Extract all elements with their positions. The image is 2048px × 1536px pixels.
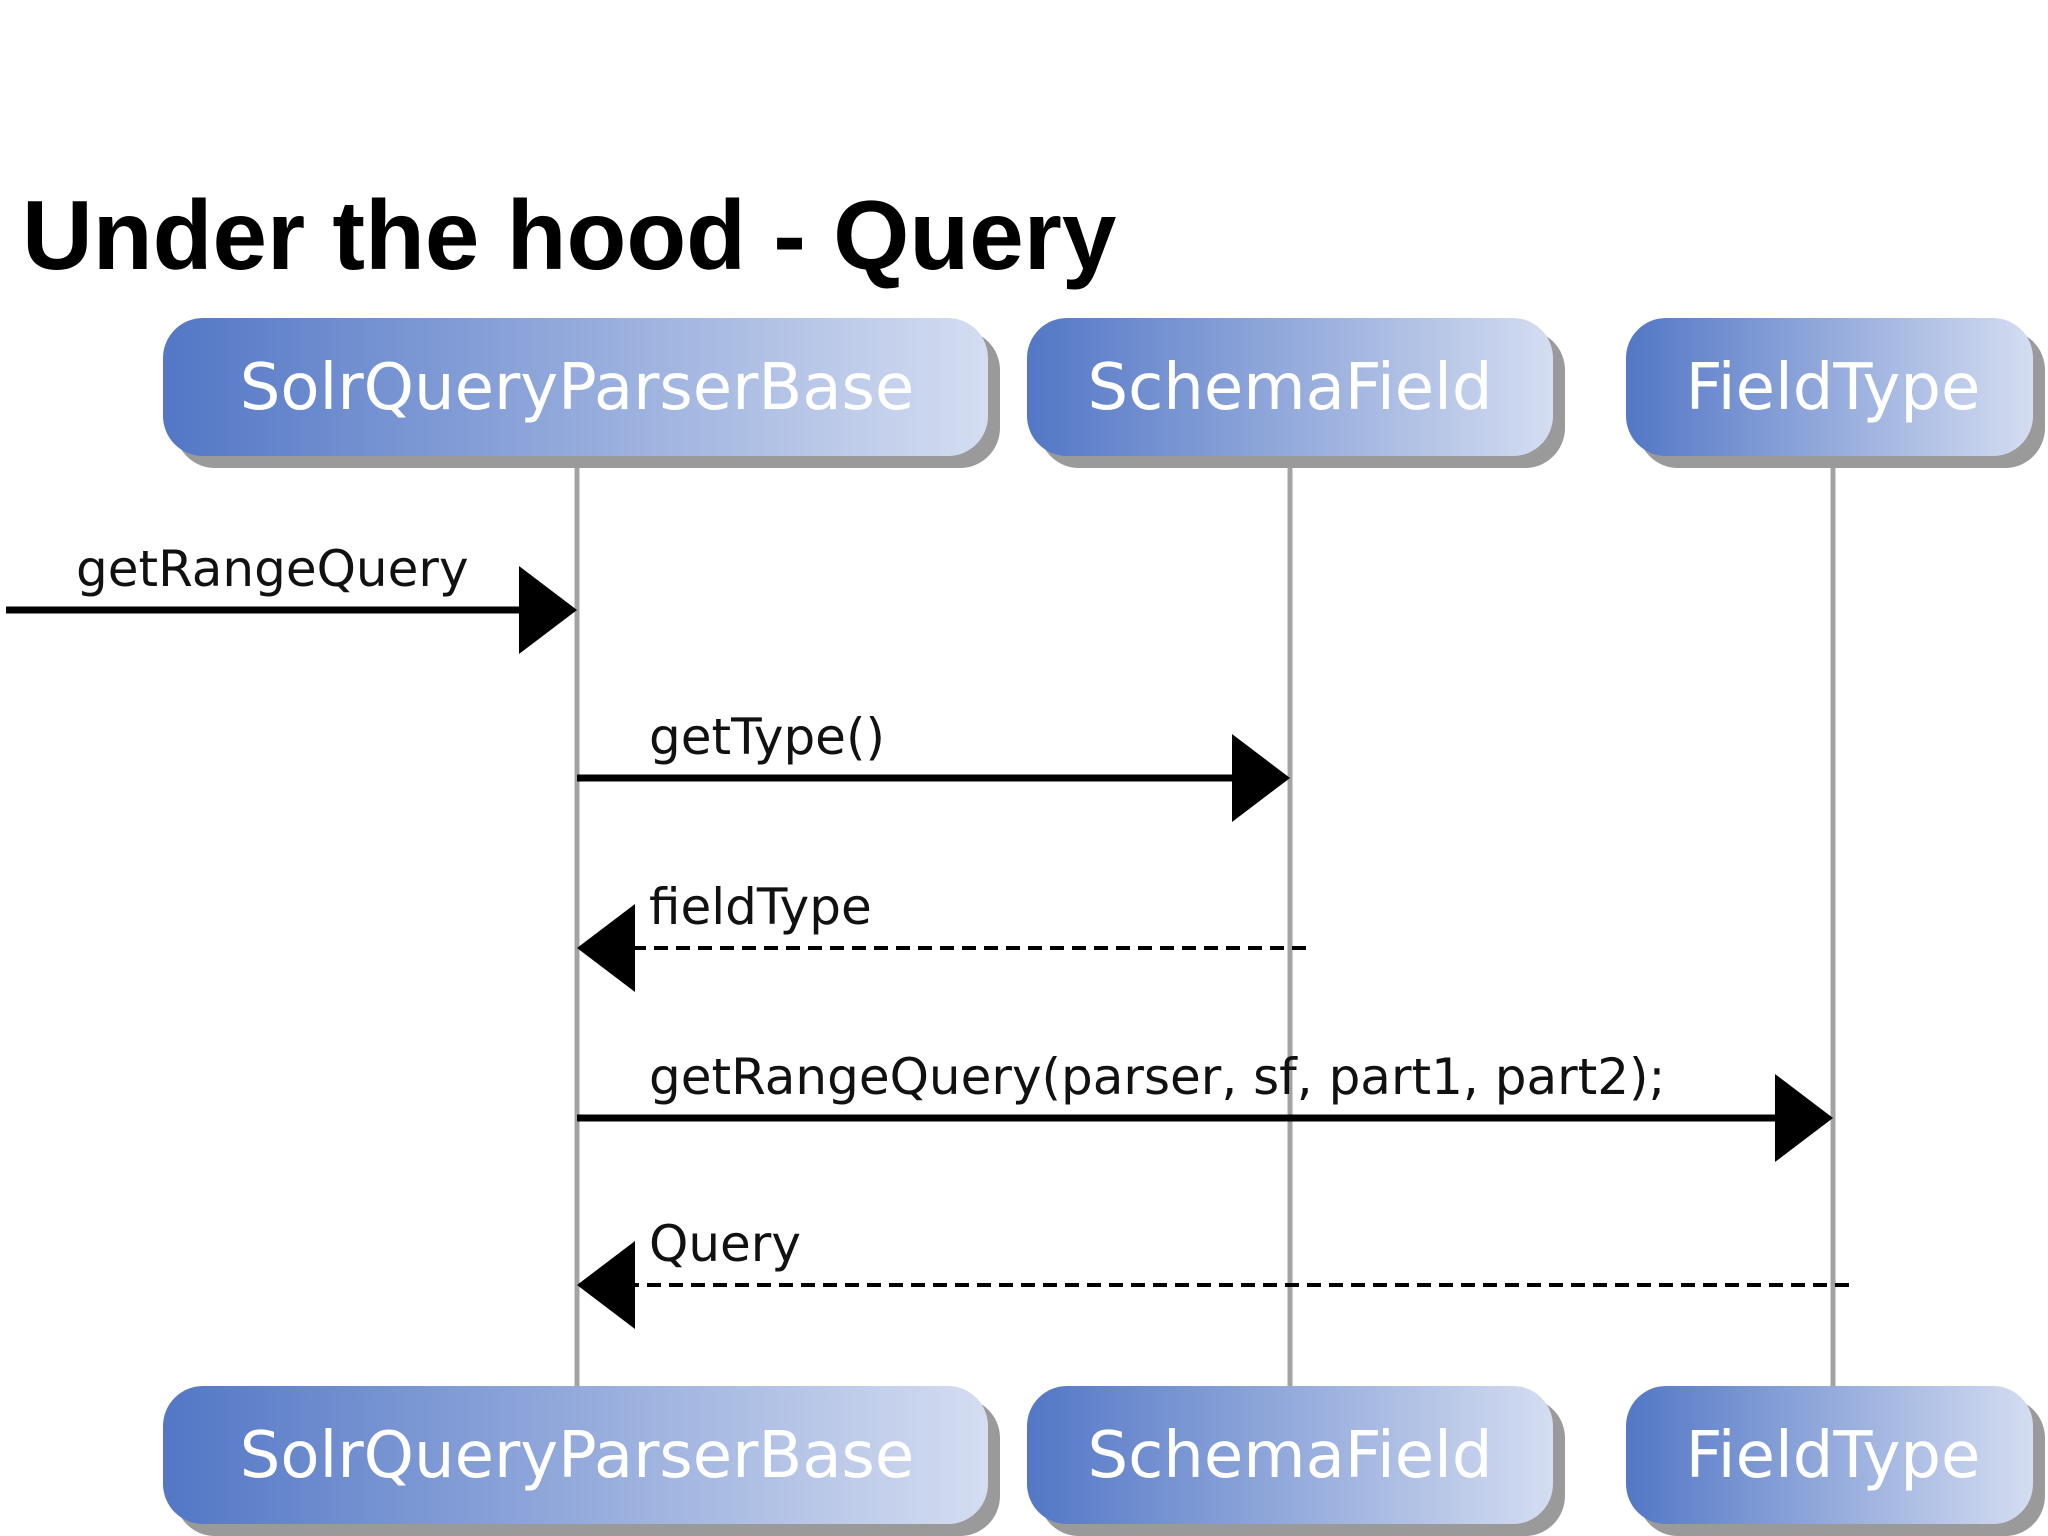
message-query-return: Query bbox=[577, 1215, 1849, 1329]
participant-top-field-type: FieldType bbox=[1626, 318, 2045, 468]
arrowhead bbox=[1232, 734, 1290, 822]
message-get-range-query-call: getRangeQuery(parser, sf, part1, part2); bbox=[577, 1048, 1833, 1162]
message-label: fieldType bbox=[649, 878, 872, 936]
arrowhead bbox=[577, 904, 635, 992]
participants: SolrQueryParserBaseSolrQueryParserBaseSc… bbox=[163, 318, 2045, 1536]
participant-label: SolrQueryParserBase bbox=[240, 1419, 915, 1493]
participant-label: FieldType bbox=[1686, 1419, 1981, 1493]
participant-bottom-field-type: FieldType bbox=[1626, 1386, 2045, 1536]
message-label: getRangeQuery(parser, sf, part1, part2); bbox=[649, 1048, 1665, 1106]
participant-top-solr-query-parser-base: SolrQueryParserBase bbox=[163, 318, 1000, 468]
participant-label: FieldType bbox=[1686, 351, 1981, 425]
message-label: Query bbox=[649, 1215, 801, 1273]
message-label: getType() bbox=[649, 708, 885, 766]
arrowhead bbox=[1775, 1074, 1833, 1162]
participant-bottom-schema-field: SchemaField bbox=[1027, 1386, 1565, 1536]
slide-title: Under the hood - Query bbox=[22, 180, 1117, 290]
messages: getRangeQuery getType() fieldType getRangeQ… bbox=[6, 540, 1849, 1329]
message-get-range-query: getRangeQuery bbox=[6, 540, 577, 654]
message-label: getRangeQuery bbox=[76, 540, 469, 598]
participant-label: SolrQueryParserBase bbox=[240, 351, 915, 425]
arrowhead bbox=[519, 566, 577, 654]
lifelines bbox=[574, 456, 1836, 1386]
message-get-type: getType() bbox=[577, 708, 1290, 822]
participant-top-schema-field: SchemaField bbox=[1027, 318, 1565, 468]
participant-bottom-solr-query-parser-base: SolrQueryParserBase bbox=[163, 1386, 1000, 1536]
participant-label: SchemaField bbox=[1087, 1419, 1492, 1493]
message-field-type-return: fieldType bbox=[577, 878, 1306, 992]
arrowhead bbox=[577, 1241, 635, 1329]
participant-label: SchemaField bbox=[1087, 351, 1492, 425]
